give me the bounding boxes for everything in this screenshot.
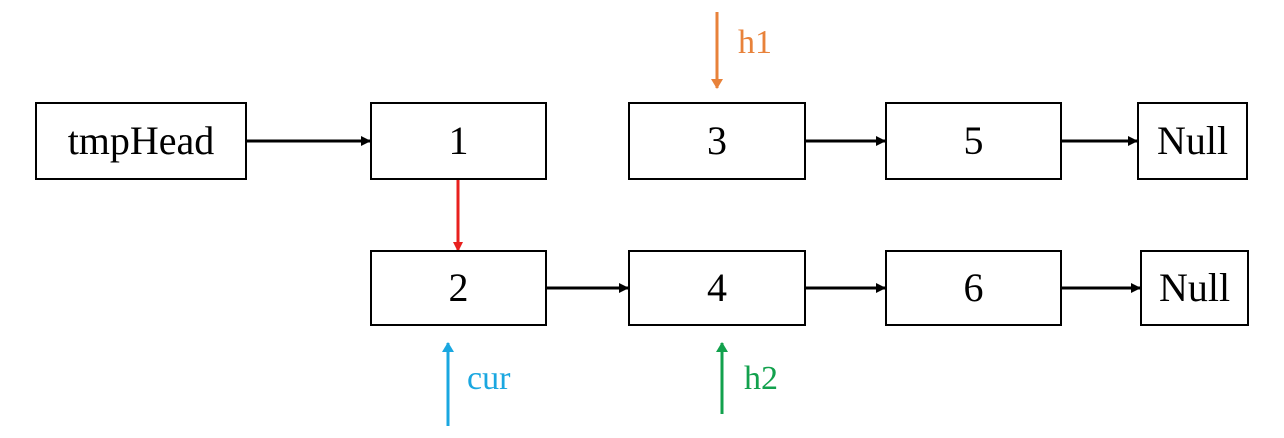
node-2: 2 (370, 250, 547, 326)
node-5: 5 (885, 102, 1062, 180)
node-1: 1 (370, 102, 547, 180)
node-4: 4 (628, 250, 806, 326)
node-null-bottom: Null (1140, 250, 1249, 326)
node-null-top: Null (1137, 102, 1248, 180)
cur-label: cur (467, 360, 511, 397)
node-6: 6 (885, 250, 1062, 326)
node-tmphead: tmpHead (35, 102, 247, 180)
h1-label: h1 (738, 24, 772, 61)
h2-label: h2 (744, 360, 778, 397)
node-3: 3 (628, 102, 806, 180)
